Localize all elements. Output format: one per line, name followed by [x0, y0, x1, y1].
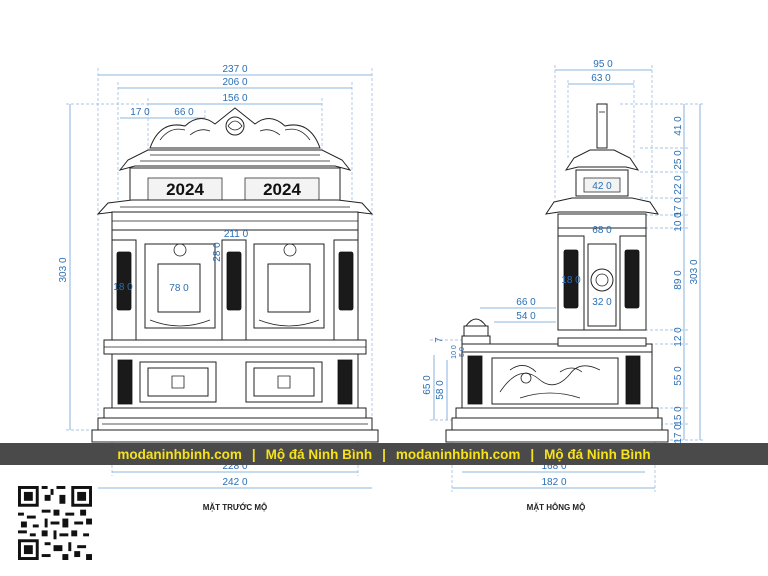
dim-42: 42 0 [592, 181, 612, 192]
dim-12: 12 0 [673, 327, 684, 347]
dim-10: 10 0 [673, 212, 684, 232]
dim-41: 41 0 [673, 116, 684, 136]
dim-54: 54 0 [516, 311, 536, 322]
dim-63: 63 0 [591, 73, 611, 84]
dim-228: 228 0 [222, 461, 247, 472]
banner-brand-1: Mộ đá Ninh Bình [265, 446, 373, 462]
dim-15: 15 0 [673, 406, 684, 426]
dim-156: 156 0 [222, 93, 247, 104]
banner-separator: | [382, 446, 386, 462]
dim-89: 89 0 [673, 270, 684, 290]
front-view-caption: MẶT TRƯỚC MỘ [203, 503, 268, 512]
dim-17-side: 17 0 [673, 197, 684, 217]
dim-78: 78 0 [169, 283, 189, 294]
banner-site-2[interactable]: modaninhbinh.com [395, 446, 521, 462]
dim-237: 237 0 [222, 64, 247, 75]
dim-10-left: 10 0 [451, 345, 458, 359]
watermark-banner: modaninhbinh.com | Mộ đá Ninh Bình | mod… [0, 443, 768, 465]
dim-17b: 17 0 [673, 424, 684, 444]
front-year-right: 2024 [263, 180, 301, 199]
dim-95: 95 0 [593, 59, 613, 70]
dim-32: 32 0 [592, 297, 612, 308]
dim-55: 55 0 [673, 366, 684, 386]
dim-66: 66 0 [174, 107, 194, 118]
dim-17: 17 0 [130, 107, 150, 118]
dim-303: 303 0 [58, 257, 69, 282]
banner-separator: | [251, 446, 256, 462]
dim-303-side: 303 0 [689, 259, 700, 284]
dim-168: 168 0 [541, 461, 566, 472]
dim-22: 22 0 [673, 175, 684, 195]
dim-211: 211 0 [224, 229, 249, 240]
dim-206: 206 0 [222, 77, 247, 88]
banner-brand-2: Mộ đá Ninh Bình [544, 446, 651, 462]
side-elevation: 95 0 63 0 41 0 25 0 22 0 17 0 10 0 89 0 … [422, 59, 704, 512]
dim-68: 68 0 [592, 225, 612, 236]
dim-5: 5 0 [459, 347, 466, 357]
dim-25: 25 0 [673, 150, 684, 170]
banner-separator: | [530, 446, 535, 462]
dim-18: 18 0 [113, 282, 133, 293]
qr-code-icon[interactable] [18, 486, 92, 560]
dim-65: 65 0 [422, 375, 433, 395]
front-elevation: 2024 2024 [58, 64, 379, 512]
dim-18-side: 18 0 [561, 275, 581, 286]
side-view-caption: MẶT HÔNG MỘ [527, 503, 586, 512]
dim-182: 182 0 [541, 477, 566, 488]
dim-58: 58 0 [435, 380, 446, 400]
banner-site-1[interactable]: modaninhbinh.com [117, 446, 242, 462]
front-year-left: 2024 [166, 180, 204, 199]
dim-7: 7 [434, 337, 445, 343]
dim-28: 28 0 [212, 242, 223, 262]
dim-66-side: 66 0 [516, 297, 536, 308]
dim-242: 242 0 [222, 477, 247, 488]
